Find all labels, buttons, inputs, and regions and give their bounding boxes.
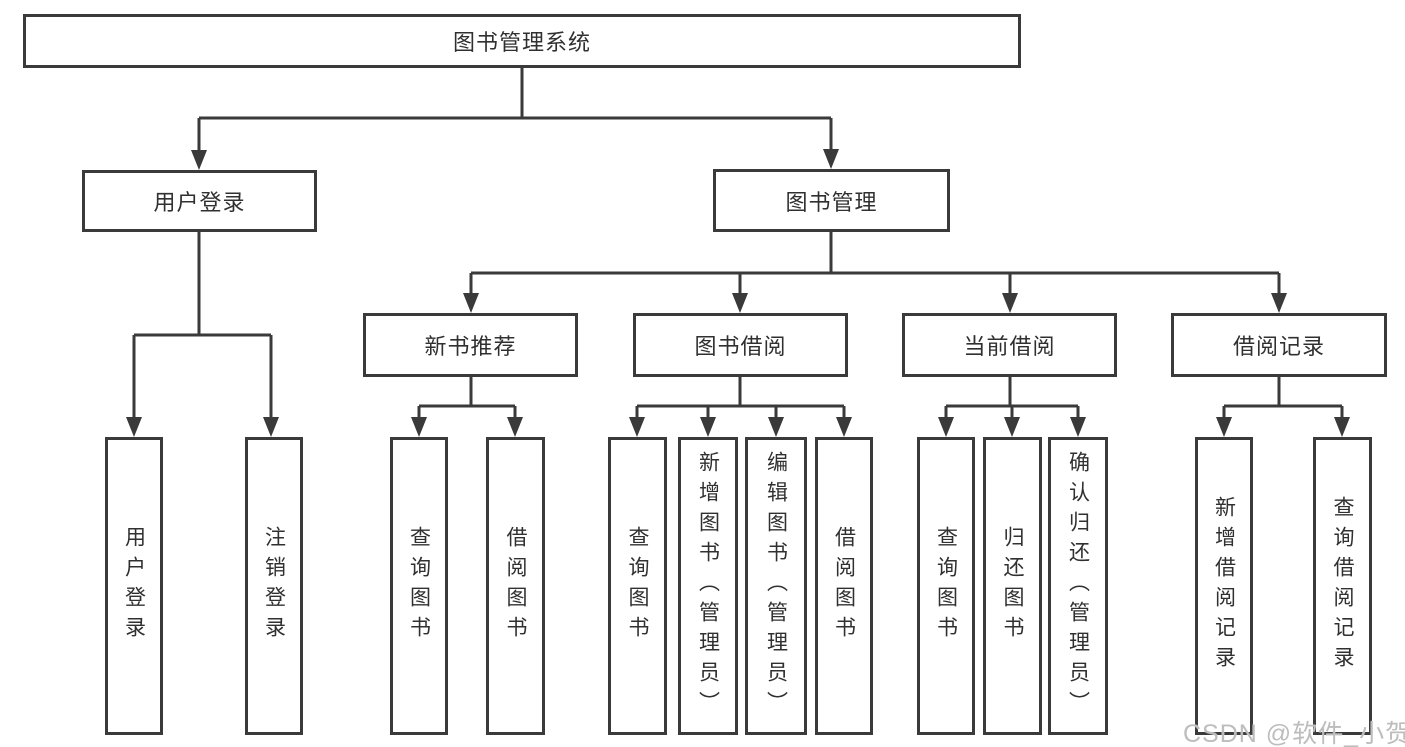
leaf-label: 归还图书 xyxy=(1001,526,1024,646)
node-label: 图书管理 xyxy=(785,189,878,215)
node-label: 图书管理系统 xyxy=(452,30,591,55)
leaf-user-login: 用户登录 xyxy=(105,437,163,735)
leaf-add-borrow-record: 新增借阅记录 xyxy=(1195,437,1253,735)
leaf-borrow-books-rec: 借阅图书 xyxy=(486,437,545,735)
leaf-return-books: 归还图书 xyxy=(983,437,1042,735)
leaf-add-books-admin: 新增图书（管理员） xyxy=(678,437,738,735)
leaf-label: 确认归还（管理员） xyxy=(1066,451,1090,721)
leaf-label: 借阅图书 xyxy=(832,526,856,646)
leaf-label: 查询借阅记录 xyxy=(1331,496,1354,676)
leaf-label: 查询图书 xyxy=(407,526,431,646)
node-label: 用户登录 xyxy=(153,190,246,215)
node-label: 新书推荐 xyxy=(424,334,517,359)
leaf-label: 新增借阅记录 xyxy=(1212,496,1236,676)
leaf-query-books-rec: 查询图书 xyxy=(390,437,448,735)
leaf-label: 新增图书（管理员） xyxy=(696,451,720,721)
leaf-label: 编辑图书（管理员） xyxy=(764,451,788,721)
node-book-borrow: 图书借阅 xyxy=(633,313,848,377)
node-current-borrow: 当前借阅 xyxy=(902,313,1117,377)
node-system-root: 图书管理系统 xyxy=(23,14,1021,68)
node-book-management: 图书管理 xyxy=(713,169,950,232)
leaf-query-books-current: 查询图书 xyxy=(917,437,975,735)
leaf-label: 查询图书 xyxy=(934,526,958,646)
node-user-login: 用户登录 xyxy=(82,170,317,232)
leaf-label: 查询图书 xyxy=(626,526,649,646)
leaf-query-books-borrow: 查询图书 xyxy=(608,437,667,735)
leaf-label: 用户登录 xyxy=(122,526,146,646)
leaf-borrow-books: 借阅图书 xyxy=(815,437,873,735)
node-label: 当前借阅 xyxy=(963,334,1056,359)
node-borrow-records: 借阅记录 xyxy=(1171,313,1387,377)
leaf-edit-books-admin: 编辑图书（管理员） xyxy=(745,437,807,735)
leaf-label: 注销登录 xyxy=(262,526,286,646)
node-label: 借阅记录 xyxy=(1232,334,1325,359)
node-new-book-recommend: 新书推荐 xyxy=(363,313,578,377)
csdn-watermark: CSDN @软件_小贺同学 xyxy=(1183,720,1405,747)
leaf-confirm-return-admin: 确认归还（管理员） xyxy=(1048,437,1108,735)
leaf-query-borrow-record: 查询借阅记录 xyxy=(1313,437,1372,735)
node-label: 图书借阅 xyxy=(694,334,787,359)
leaf-label: 借阅图书 xyxy=(504,526,527,646)
leaf-logout: 注销登录 xyxy=(245,437,303,735)
